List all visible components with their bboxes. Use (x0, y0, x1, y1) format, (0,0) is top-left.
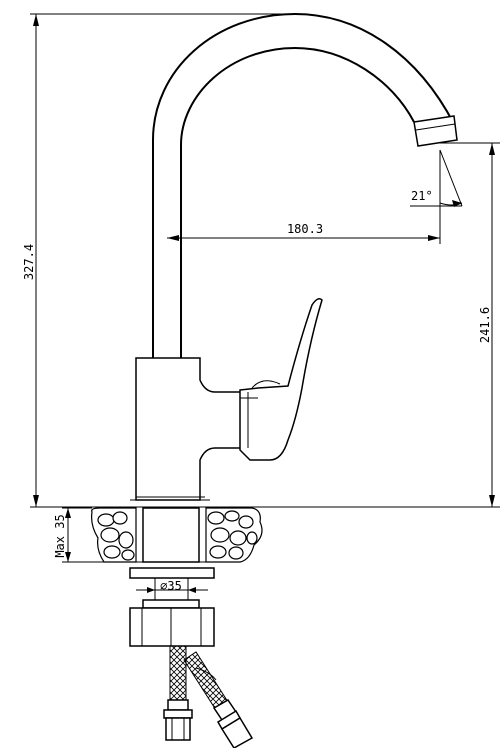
max-thickness-label: Max 35 (53, 514, 67, 557)
lever-handle (239, 298, 323, 461)
total-height-dimension: 327.4 (22, 13, 500, 508)
supply-hoses (163, 645, 254, 748)
spout-reach-dimension: 180.3 (167, 150, 441, 244)
total-height-label: 327.4 (22, 244, 36, 280)
spout-height-dimension: 241.6 (440, 142, 500, 507)
spout-reach-label: 180.3 (287, 222, 323, 236)
faucet-spout (152, 12, 458, 358)
spout-height-label: 241.6 (478, 307, 492, 343)
hole-diameter-label: ⌀35 (160, 579, 182, 593)
max-thickness-dimension: Max 35 (53, 507, 104, 563)
countertop-section (91, 507, 263, 563)
spout-angle-dimension: 21° (410, 149, 463, 210)
spout-angle-label: 21° (411, 189, 433, 203)
faucet-body (130, 357, 246, 501)
mounting-nut: ⌀35 (129, 567, 215, 647)
